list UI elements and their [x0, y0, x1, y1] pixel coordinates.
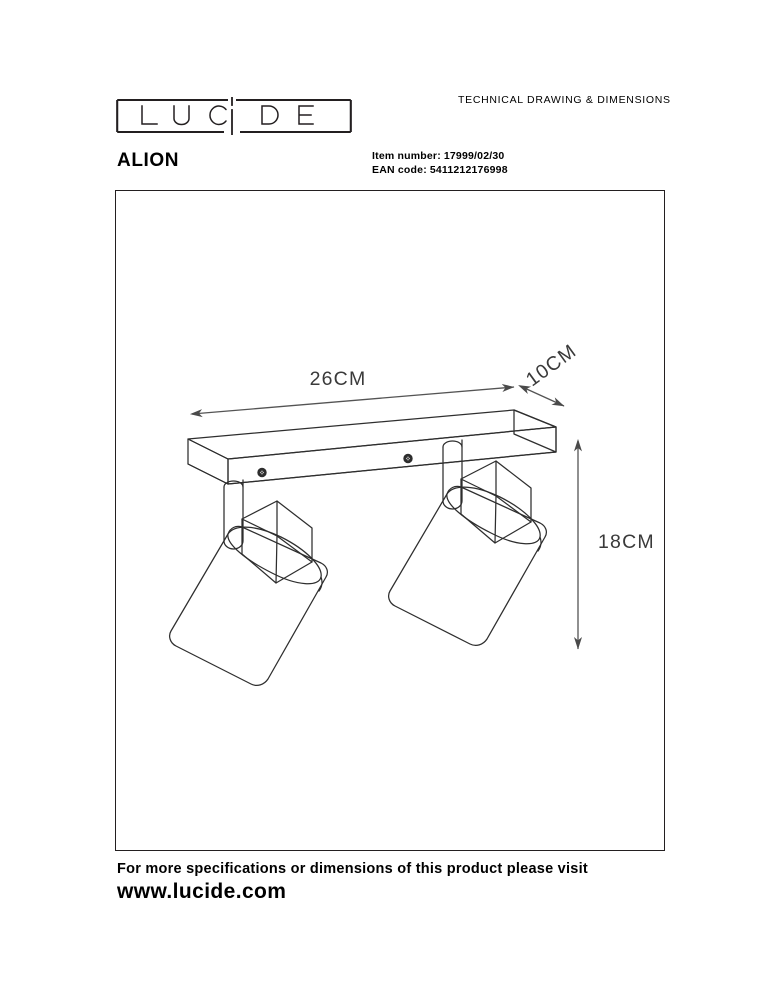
product-technical-drawing: 26CM 10CM 18CM — [169, 340, 655, 686]
mounting-screw-right — [403, 453, 413, 464]
ean-code-row: EAN code: 5411212176998 — [372, 163, 508, 177]
footer-text: For more specifications or dimensions of… — [117, 861, 588, 877]
footer: For more specifications or dimensions of… — [117, 861, 677, 904]
dimension-label-depth: 10CM — [522, 340, 581, 391]
dimension-lines — [189, 383, 583, 650]
mounting-screw-left — [257, 467, 267, 478]
spot-left — [169, 479, 328, 686]
footer-website[interactable]: www.lucide.com — [117, 880, 287, 903]
spot-right — [388, 439, 547, 646]
item-number-label: Item number: — [372, 150, 441, 162]
dimension-label-width: 26CM — [310, 368, 367, 390]
product-meta: Item number: 17999/02/30 EAN code: 54112… — [372, 149, 508, 177]
dimension-line-width — [189, 383, 515, 418]
dimension-label-height: 18CM — [598, 531, 655, 553]
drawing-frame: 26CM 10CM 18CM — [115, 190, 665, 851]
dimension-line-depth — [518, 385, 565, 407]
item-number-value: 17999/02/30 — [443, 150, 505, 162]
header-caption: TECHNICAL DRAWING & DIMENSIONS — [458, 94, 671, 106]
lucide-logo — [116, 97, 352, 135]
ean-code-value: 5411212176998 — [429, 164, 508, 176]
page-title: ALION — [117, 150, 180, 171]
ean-code-label: EAN code: — [372, 164, 427, 176]
item-number-row: Item number: 17999/02/30 — [372, 149, 508, 163]
base-plate — [187, 409, 557, 485]
